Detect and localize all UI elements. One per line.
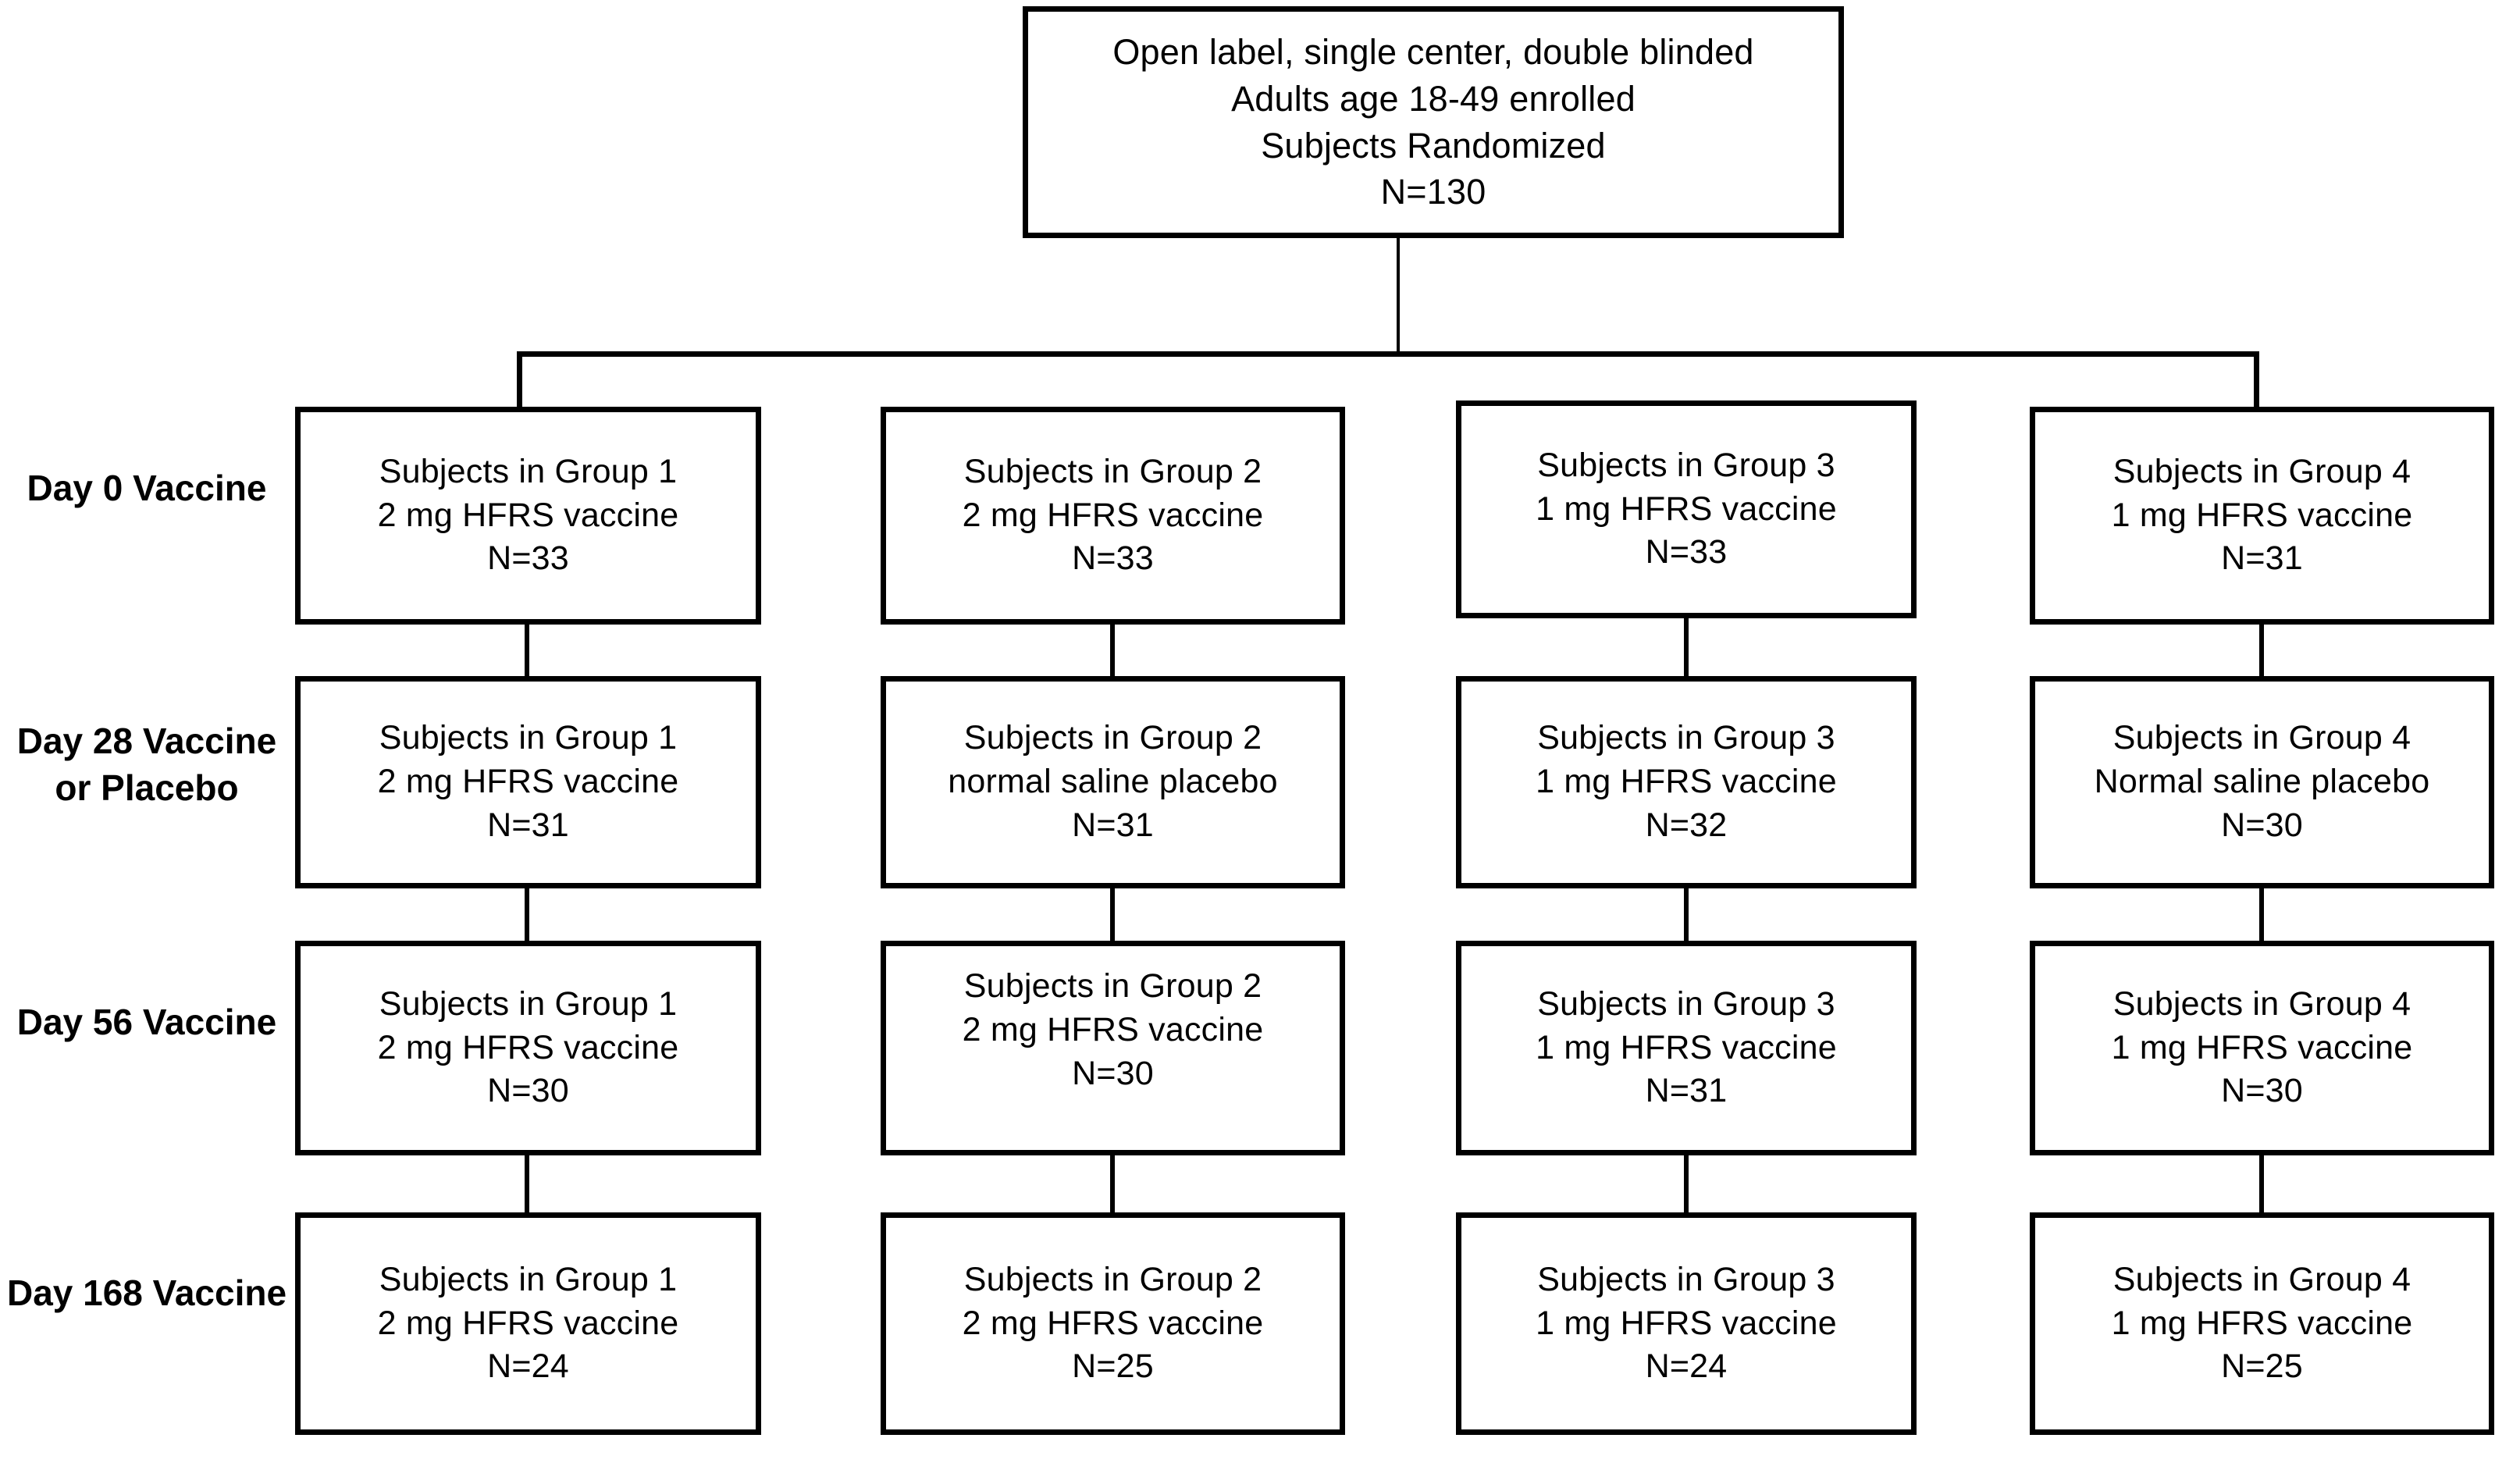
node-day0-group2-treatment: 2 mg HFRS vaccine	[962, 496, 1264, 534]
node-day0-group2-group: Subjects in Group 2	[963, 452, 1262, 490]
connector-group1-day28-day56	[525, 888, 529, 941]
node-day168-group2-treatment: 2 mg HFRS vaccine	[962, 1304, 1264, 1342]
study-design-line-3: Subjects Randomized	[1261, 125, 1606, 166]
node-day28-group1-group: Subjects in Group 1	[379, 719, 678, 757]
node-day0-group3-group: Subjects in Group 3	[1537, 446, 1835, 484]
connector-group4-day56-day168	[2259, 1155, 2264, 1212]
node-day0-group2-n: N=33	[1072, 539, 1154, 578]
node-day56-group3-treatment: 1 mg HFRS vaccine	[1536, 1028, 1837, 1066]
node-day28-group4: Subjects in Group 4 Normal saline placeb…	[2030, 676, 2494, 888]
node-day56-group3: Subjects in Group 3 1 mg HFRS vaccine N=…	[1456, 941, 1917, 1155]
node-day56-group2-n: N=30	[1072, 1054, 1154, 1092]
node-day56-group3-group: Subjects in Group 3	[1537, 984, 1835, 1023]
node-day168-group2-group: Subjects in Group 2	[963, 1260, 1262, 1298]
node-day168-group2: Subjects in Group 2 2 mg HFRS vaccine N=…	[881, 1212, 1345, 1435]
node-day0-group1-treatment: 2 mg HFRS vaccine	[377, 496, 679, 534]
node-day168-group4-group: Subjects in Group 4	[2112, 1260, 2411, 1298]
row-label-day-168-line-2: Vaccine	[152, 1273, 287, 1313]
node-day56-group3-n: N=31	[1645, 1072, 1728, 1110]
row-label-day-28: Day 28 Vaccine or Placebo	[6, 718, 287, 812]
node-day168-group3-group: Subjects in Group 3	[1537, 1260, 1835, 1298]
node-day56-group4: Subjects in Group 4 1 mg HFRS vaccine N=…	[2030, 941, 2494, 1155]
row-label-day-168: Day 168 Vaccine	[6, 1270, 287, 1317]
connector-group2-day28-day56	[1110, 888, 1115, 941]
node-day56-group1: Subjects in Group 1 2 mg HFRS vaccine N=…	[295, 941, 761, 1155]
node-day56-group2-group: Subjects in Group 2	[963, 967, 1262, 1005]
node-day0-group4-n: N=31	[2221, 539, 2303, 578]
node-day28-group1-n: N=31	[487, 806, 569, 844]
node-day56-group2: Subjects in Group 2 2 mg HFRS vaccine N=…	[881, 941, 1345, 1155]
row-label-day-0-line-2: Vaccine	[133, 468, 267, 508]
connector-group4-day0-day28	[2259, 625, 2264, 676]
node-day168-group3: Subjects in Group 3 1 mg HFRS vaccine N=…	[1456, 1212, 1917, 1435]
node-day28-group4-n: N=30	[2221, 806, 2303, 844]
node-day0-group3-treatment: 1 mg HFRS vaccine	[1536, 489, 1837, 528]
node-day28-group4-group: Subjects in Group 4	[2112, 719, 2411, 757]
node-day0-group1-n: N=33	[487, 539, 569, 578]
study-design-box: Open label, single center, double blinde…	[1023, 6, 1844, 238]
node-day28-group3-n: N=32	[1645, 806, 1728, 844]
connector-group3-day56-day168	[1684, 1155, 1689, 1212]
node-day0-group4: Subjects in Group 4 1 mg HFRS vaccine N=…	[2030, 407, 2494, 625]
node-day0-group4-treatment: 1 mg HFRS vaccine	[2111, 496, 2413, 534]
study-design-line-2: Adults age 18-49 enrolled	[1231, 78, 1636, 119]
row-label-day-56-line-1: Day 56	[16, 1002, 133, 1042]
node-day28-group3-treatment: 1 mg HFRS vaccine	[1536, 763, 1837, 801]
node-day28-group3-group: Subjects in Group 3	[1537, 719, 1835, 757]
node-day28-group2-group: Subjects in Group 2	[963, 719, 1262, 757]
node-day56-group4-n: N=30	[2221, 1072, 2303, 1110]
row-label-day-168-line-1: Day 168	[6, 1273, 143, 1313]
node-day168-group4: Subjects in Group 4 1 mg HFRS vaccine N=…	[2030, 1212, 2494, 1435]
node-day168-group1-group: Subjects in Group 1	[379, 1260, 678, 1298]
node-day28-group2-treatment: normal saline placebo	[948, 763, 1278, 801]
node-day168-group4-n: N=25	[2221, 1347, 2303, 1386]
row-label-day-28-line-1: Day 28	[16, 721, 133, 761]
connector-group2-day0-day28	[1110, 625, 1115, 676]
node-day56-group4-treatment: 1 mg HFRS vaccine	[2111, 1028, 2413, 1066]
node-day56-group1-group: Subjects in Group 1	[379, 984, 678, 1023]
node-day0-group2: Subjects in Group 2 2 mg HFRS vaccine N=…	[881, 407, 1345, 625]
row-label-day-56: Day 56 Vaccine	[6, 999, 287, 1046]
node-day0-group4-group: Subjects in Group 4	[2112, 452, 2411, 490]
node-day56-group1-treatment: 2 mg HFRS vaccine	[377, 1028, 679, 1066]
node-day168-group1: Subjects in Group 1 2 mg HFRS vaccine N=…	[295, 1212, 761, 1435]
bus-left-drop-connector	[517, 351, 522, 408]
node-day0-group3: Subjects in Group 3 1 mg HFRS vaccine N=…	[1456, 400, 1917, 618]
node-day56-group2-treatment: 2 mg HFRS vaccine	[962, 1010, 1264, 1048]
row-label-day-28-line-3: or Placebo	[55, 767, 239, 808]
node-day0-group3-n: N=33	[1645, 533, 1728, 571]
node-day168-group3-n: N=24	[1645, 1347, 1728, 1386]
node-day28-group3: Subjects in Group 3 1 mg HFRS vaccine N=…	[1456, 676, 1917, 888]
node-day168-group3-treatment: 1 mg HFRS vaccine	[1536, 1304, 1837, 1342]
node-day56-group4-group: Subjects in Group 4	[2112, 984, 2411, 1023]
node-day28-group2-n: N=31	[1072, 806, 1154, 844]
row-label-day-28-line-2: Vaccine	[142, 721, 277, 761]
node-day168-group4-treatment: 1 mg HFRS vaccine	[2111, 1304, 2413, 1342]
connector-group1-day0-day28	[525, 625, 529, 676]
connector-group3-day28-day56	[1684, 888, 1689, 941]
node-day0-group1-group: Subjects in Group 1	[379, 452, 678, 490]
node-day28-group4-treatment: Normal saline placebo	[2094, 763, 2430, 801]
node-day28-group1-treatment: 2 mg HFRS vaccine	[377, 763, 679, 801]
connector-group1-day56-day168	[525, 1155, 529, 1212]
bus-right-drop-connector	[2254, 351, 2259, 408]
node-day28-group2: Subjects in Group 2 normal saline placeb…	[881, 676, 1345, 888]
study-design-line-4: N=130	[1380, 172, 1486, 212]
connector-group3-day0-day28	[1684, 618, 1689, 676]
node-day168-group1-n: N=24	[487, 1347, 569, 1386]
row-label-day-0: Day 0 Vaccine	[6, 465, 287, 512]
node-day168-group2-n: N=25	[1072, 1347, 1154, 1386]
node-day168-group1-treatment: 2 mg HFRS vaccine	[377, 1304, 679, 1342]
connector-group4-day28-day56	[2259, 888, 2264, 941]
node-day0-group1: Subjects in Group 1 2 mg HFRS vaccine N=…	[295, 407, 761, 625]
connector-group2-day56-day168	[1110, 1155, 1115, 1212]
node-day28-group1: Subjects in Group 1 2 mg HFRS vaccine N=…	[295, 676, 761, 888]
root-stem-connector	[1397, 238, 1400, 353]
node-day56-group1-n: N=30	[487, 1072, 569, 1110]
row-label-day-56-line-2: Vaccine	[142, 1002, 277, 1042]
row-label-day-0-line-1: Day 0	[27, 468, 123, 508]
distribution-bus-connector	[517, 351, 2259, 357]
study-design-line-1: Open label, single center, double blinde…	[1112, 31, 1754, 72]
